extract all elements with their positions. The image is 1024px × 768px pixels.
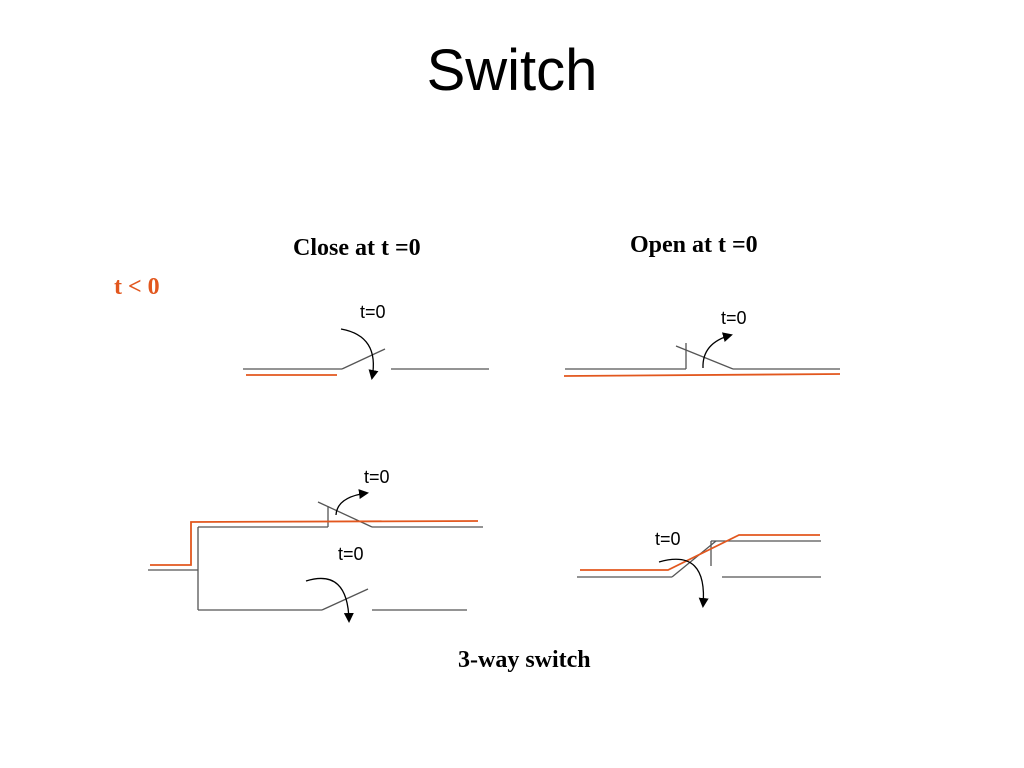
three-way-current-path xyxy=(150,520,479,566)
open-switch-current-path xyxy=(563,373,841,377)
three-way-right-arrow xyxy=(658,558,709,608)
three-way-switch-left-diagram xyxy=(148,489,483,623)
close-switch-diagram xyxy=(243,328,489,380)
three-way-lower-time-label: t=0 xyxy=(338,544,364,564)
three-way-upper-arrow xyxy=(335,489,369,516)
slide-title: Switch xyxy=(426,38,598,103)
open-switch-arrow xyxy=(702,332,733,369)
open-at-t0-heading: Open at t =0 xyxy=(630,232,758,258)
three-way-switch-caption: 3-way switch xyxy=(458,647,591,673)
close-at-t0-heading: Close at t =0 xyxy=(293,235,421,261)
three-way-right-current-path xyxy=(580,534,820,571)
t-less-than-zero-label: t < 0 xyxy=(114,274,160,300)
open-switch-time-label: t=0 xyxy=(721,308,747,328)
open-switch-diagram xyxy=(563,332,841,377)
close-switch-time-label: t=0 xyxy=(360,302,386,322)
close-switch-blade xyxy=(341,348,386,370)
three-way-right-time-label: t=0 xyxy=(655,529,681,549)
three-way-lower-arrow xyxy=(305,577,354,623)
three-way-right-blade xyxy=(671,540,717,578)
three-way-lower-blade xyxy=(321,588,369,611)
three-way-upper-time-label: t=0 xyxy=(364,467,390,487)
three-way-switch-right-diagram xyxy=(577,534,821,608)
close-switch-arrow xyxy=(340,328,379,380)
three-way-upper-blade xyxy=(317,501,373,528)
